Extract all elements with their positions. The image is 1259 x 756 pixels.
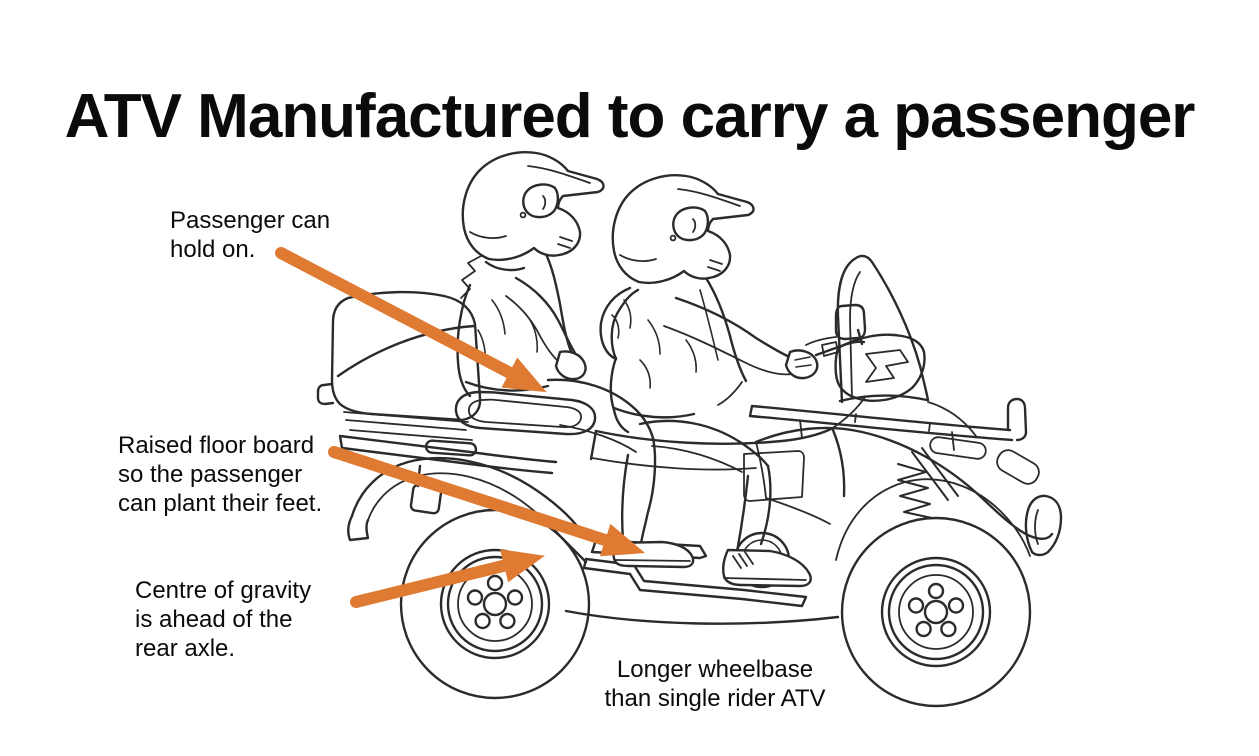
annotation-centre-gravity: Centre of gravity is ahead of the rear a… bbox=[135, 577, 312, 662]
rear-bodywork bbox=[316, 290, 588, 564]
front-bodywork bbox=[748, 397, 1063, 561]
annotation-wheelbase: Longer wheelbase than single rider ATV bbox=[604, 656, 826, 712]
diagram-title: ATV Manufactured to carry a passenger bbox=[64, 81, 1196, 151]
annotation-passenger-hold: Passenger can hold on. bbox=[170, 207, 331, 263]
front-suspension bbox=[897, 447, 959, 519]
annotation-floor-board: Raised floor board so the passenger can … bbox=[118, 432, 323, 517]
arrow-passenger-hold bbox=[275, 247, 547, 393]
atv-line-art bbox=[316, 151, 1063, 708]
annotation-arrows bbox=[275, 247, 646, 608]
windshield-and-headlight bbox=[805, 254, 930, 430]
center-body bbox=[564, 427, 846, 625]
arrow-floor-board bbox=[328, 446, 646, 557]
arrow-centre-gravity bbox=[350, 549, 545, 608]
driver-figure bbox=[599, 174, 819, 588]
